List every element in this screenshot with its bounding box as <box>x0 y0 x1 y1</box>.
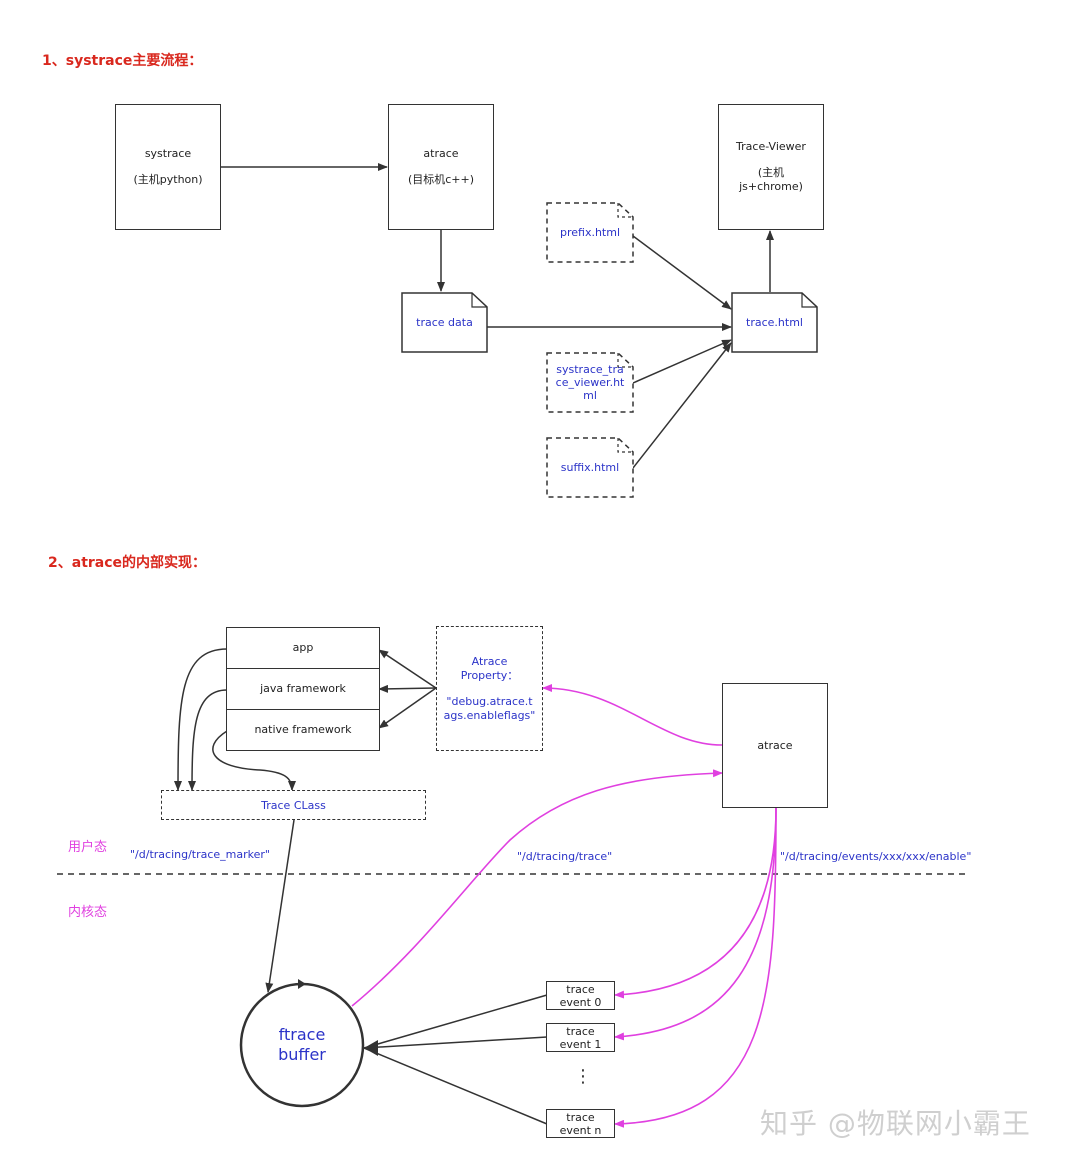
trace-event-0-line-1: trace <box>566 982 595 996</box>
atrace-box-2-label: atrace <box>757 738 793 752</box>
trace-viewer-sub-2: js+chrome) <box>739 180 803 193</box>
suffix-file-label: suffix.html <box>560 461 620 474</box>
arrow-viewer-to-trace-html <box>632 339 732 384</box>
trace-event-1-line-1: trace <box>566 1024 595 1038</box>
arrow-trace-class-to-ftrace <box>265 819 295 993</box>
trace-viewer-sub-1: (主机 <box>757 166 785 179</box>
prefix-file: prefix.html <box>546 202 634 263</box>
trace-data-file-label: trace data <box>416 316 473 329</box>
kernel-space-label: 内核态 <box>68 905 108 920</box>
magenta-atrace-to-property <box>542 684 723 746</box>
suffix-file-shape <box>546 437 634 498</box>
stack-native-framework: native framework <box>254 723 352 736</box>
arrow-event1-to-ftrace <box>363 1036 548 1049</box>
trace-data-file-shape <box>401 292 488 353</box>
trace-event-1: trace event 1 <box>546 1023 615 1052</box>
ftrace-cycle-arrowhead <box>298 979 306 989</box>
trace-event-n-line-1: trace <box>566 1110 595 1124</box>
section2-heading: 2、atrace的内部实现： <box>48 555 207 571</box>
atrace-property-line-4: ags.enableflags" <box>443 708 536 722</box>
path-events-enable: "/d/tracing/events/xxx/xxx/enable" <box>780 850 972 863</box>
trace-event-n: trace event n <box>546 1109 615 1138</box>
trace-data-file: trace data <box>401 292 488 353</box>
arrow-event0-to-ftrace <box>363 994 548 1049</box>
arrow-prefix-to-trace-html <box>632 235 732 310</box>
atrace-property-box: Atrace Property： "debug.atrace.t ags.ena… <box>436 626 543 751</box>
arrow-suffix-to-trace-html <box>632 342 732 469</box>
ftrace-inbound-arrowhead <box>364 1040 378 1056</box>
trace-class-label: Trace CLass <box>261 798 326 812</box>
trace-event-0: trace event 0 <box>546 981 615 1010</box>
trace-class-box: Trace CLass <box>161 790 426 820</box>
user-space-label: 用户态 <box>68 840 108 855</box>
atrace-box-2: atrace <box>722 683 828 808</box>
trace-html-file-shape <box>731 292 818 353</box>
systrace-viewer-file-label: systrace_tra ce_viewer.ht ml <box>546 352 634 413</box>
ftrace-line-1: ftrace <box>278 1025 326 1044</box>
trace-html-file: trace.html <box>731 292 818 353</box>
arrow-eventn-to-ftrace <box>363 1047 548 1125</box>
systrace-viewer-file-shape <box>546 352 634 413</box>
watermark: 知乎 @物联网小霸王 <box>760 1107 1031 1140</box>
systrace-viewer-line-3: ml <box>583 389 597 402</box>
systrace-box: systrace (主机python) <box>115 104 221 230</box>
systrace-viewer-line-1: systrace_tra <box>556 363 624 376</box>
trace-event-n-line-2: event n <box>559 1123 602 1137</box>
atrace-property-line-2: Property： <box>460 668 519 682</box>
arrow-property-to-native <box>378 687 437 729</box>
curve-java-to-trace-class <box>188 689 228 791</box>
curve-app-to-trace-class <box>174 648 228 791</box>
atrace-box: atrace (目标机c++) <box>388 104 494 230</box>
trace-viewer-box: Trace-Viewer (主机 js+chrome) <box>718 104 824 230</box>
trace-html-file-label: trace.html <box>746 316 803 329</box>
prefix-file-shape <box>546 202 634 263</box>
systrace-label: systrace <box>144 147 192 160</box>
trace-viewer-label: Trace-Viewer <box>736 140 806 153</box>
curve-native-to-trace-class <box>212 730 296 791</box>
systrace-viewer-file: systrace_tra ce_viewer.ht ml <box>546 352 634 413</box>
section1-heading: 1、systrace主要流程： <box>42 53 203 69</box>
path-trace: "/d/tracing/trace" <box>517 850 613 863</box>
atrace-property-line-1: Atrace <box>471 654 508 668</box>
atrace-label: atrace <box>423 147 459 160</box>
suffix-file: suffix.html <box>546 437 634 498</box>
path-trace-marker: "/d/tracing/trace_marker" <box>130 848 270 861</box>
prefix-file-label: prefix.html <box>559 226 621 239</box>
app-stack: app java framework native framework <box>226 627 380 751</box>
atrace-property-line-3: "debug.atrace.t <box>446 694 533 708</box>
systrace-sub: (主机python) <box>133 173 203 186</box>
events-ellipsis: ⋮ <box>574 1066 592 1087</box>
trace-event-1-line-2: event 1 <box>559 1037 602 1051</box>
ftrace-line-2: buffer <box>278 1045 326 1064</box>
arrow-property-to-app <box>378 649 437 689</box>
magenta-atrace-to-eventn <box>614 807 777 1128</box>
atrace-sub: (目标机c++) <box>407 173 475 186</box>
magenta-atrace-to-event0 <box>614 807 777 999</box>
magenta-atrace-to-event1 <box>614 807 777 1041</box>
arrow-property-to-java <box>378 684 437 693</box>
trace-event-0-line-2: event 0 <box>559 995 602 1009</box>
stack-app: app <box>227 628 379 669</box>
systrace-viewer-line-2: ce_viewer.ht <box>555 376 625 389</box>
ftrace-buffer-label: ftrace buffer <box>241 1010 363 1080</box>
magenta-ftrace-to-atrace <box>351 769 723 1007</box>
stack-java-framework: java framework <box>227 669 379 710</box>
